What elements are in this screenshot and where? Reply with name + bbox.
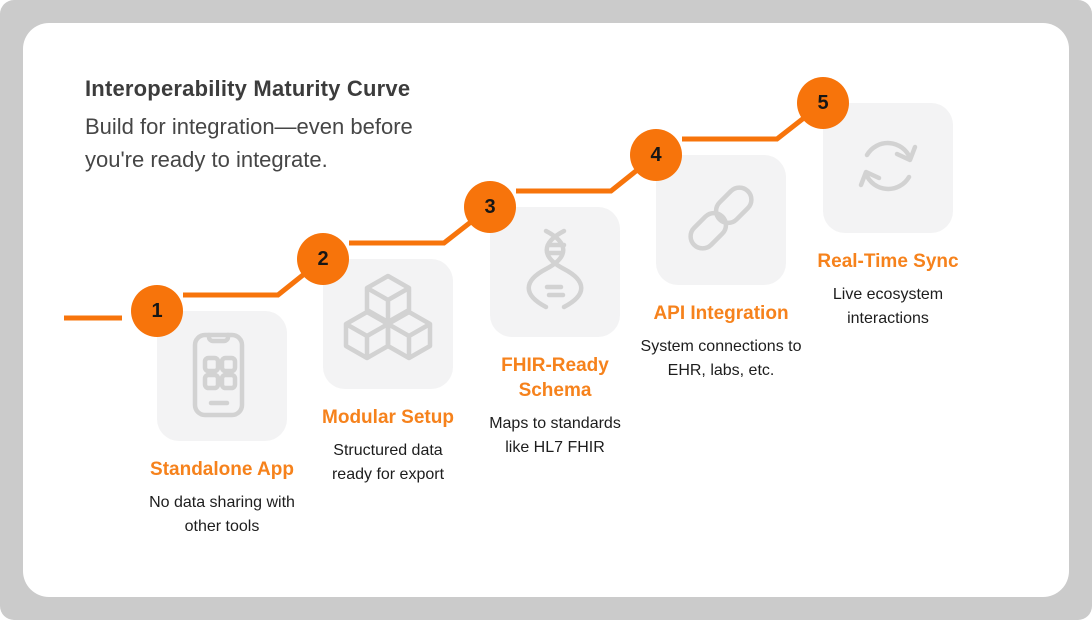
step-title: Real-Time Sync: [817, 251, 959, 272]
step-number-badge: 2: [297, 233, 349, 285]
infographic-canvas: Interoperability Maturity Curve Build fo…: [23, 23, 1069, 597]
page-subtitle: Build for integration—even before you're…: [85, 114, 413, 172]
step-description: System connections to EHR, labs, etc.: [640, 338, 802, 379]
step-icon-card: [490, 207, 620, 337]
step-text: API Integration System connections to EH…: [611, 301, 831, 383]
step-description: Live ecosystem interactions: [832, 286, 944, 327]
step-text: Modular Setup Structured data ready for …: [278, 405, 498, 487]
step-description: Maps to standards like HL7 FHIR: [489, 415, 621, 456]
step-title: Standalone App: [150, 459, 294, 480]
step-title: API Integration: [653, 303, 789, 324]
step-icon-card: [823, 103, 953, 233]
step-title: FHIR-Ready Schema: [501, 355, 609, 401]
header: Interoperability Maturity Curve Build fo…: [85, 75, 443, 176]
step-text: Real-Time Sync Live ecosystem interactio…: [778, 249, 998, 331]
step-icon-card: [323, 259, 453, 389]
step-icon-card: [157, 311, 287, 441]
step-text: FHIR-Ready Schema Maps to standards like…: [445, 353, 665, 460]
step-title: Modular Setup: [322, 407, 454, 428]
step-number-badge: 3: [464, 181, 516, 233]
step-number-badge: 5: [797, 77, 849, 129]
step-description: Structured data ready for export: [331, 442, 445, 483]
step-icon-card: [656, 155, 786, 285]
step-text: Standalone App No data sharing with othe…: [112, 457, 332, 539]
page-title: Interoperability Maturity Curve: [85, 76, 411, 101]
step-number-badge: 4: [630, 129, 682, 181]
step-number-badge: 1: [131, 285, 183, 337]
step-description: No data sharing with other tools: [149, 494, 295, 535]
